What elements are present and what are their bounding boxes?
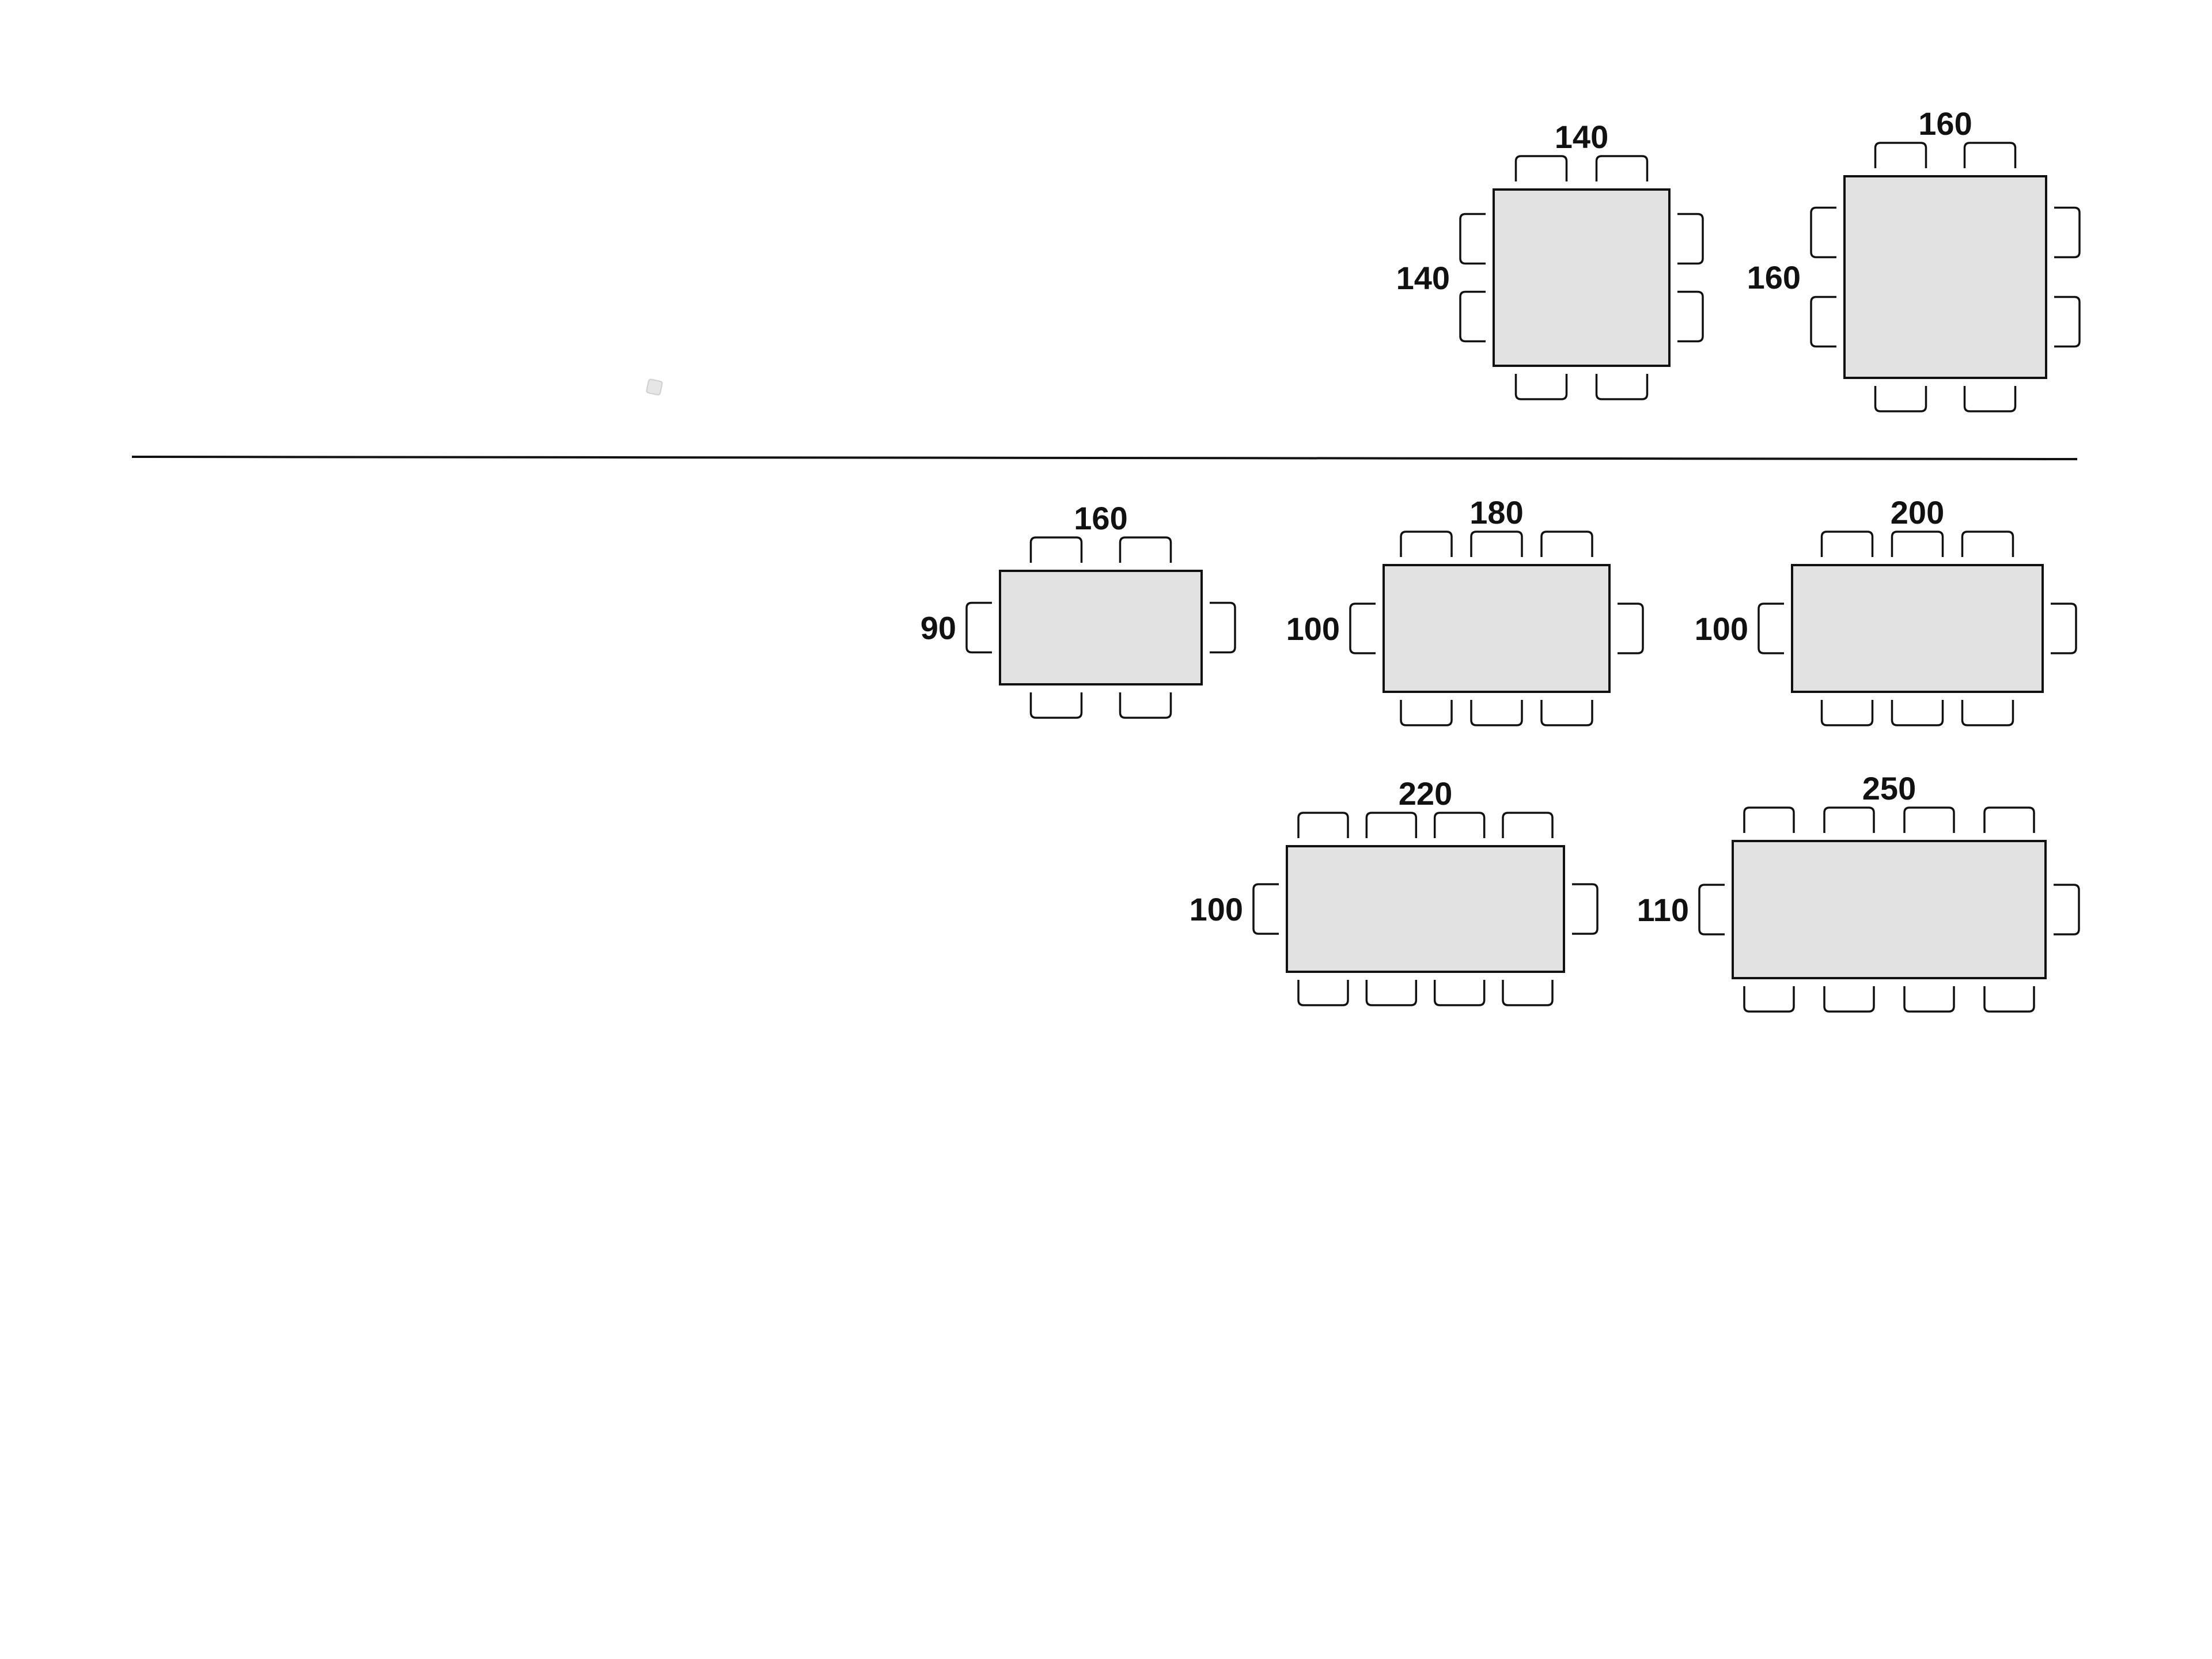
width-label: 220: [1399, 775, 1452, 812]
table-top: [1286, 845, 1565, 973]
chair-right: [2054, 296, 2081, 348]
chair-bottom: [1983, 986, 2035, 1013]
depth-label: 100: [1286, 611, 1340, 647]
chair-bottom: [1595, 374, 1649, 400]
chair-top: [1823, 806, 1875, 833]
table-rect-200x100: 200 100: [1695, 494, 2077, 726]
chair-bottom: [1433, 980, 1486, 1006]
chair-bottom: [1891, 700, 1944, 726]
width-label: 180: [1469, 494, 1523, 531]
width-label: 160: [1074, 500, 1127, 536]
small-square-mark: [646, 378, 663, 396]
table-rect-250x110: 250 110: [1637, 770, 2080, 1013]
chair-bottom: [1874, 386, 1927, 412]
chair-top: [1400, 531, 1453, 557]
chair-left: [1252, 883, 1279, 935]
chair-top: [1470, 531, 1523, 557]
chair-bottom: [1743, 986, 1795, 1013]
chair-bottom: [1470, 700, 1523, 726]
chair-right: [1618, 603, 1644, 654]
chair-right: [2054, 206, 2081, 259]
chair-left: [1810, 296, 1836, 348]
depth-label: 100: [1190, 891, 1243, 927]
section-divider: [131, 456, 2078, 460]
chair-bottom: [1400, 700, 1453, 726]
chair-bottom: [1820, 700, 1874, 726]
depth-label: 90: [921, 610, 956, 646]
table-rect-220x100: 220 100: [1190, 775, 1599, 1006]
chair-bottom: [1119, 692, 1172, 719]
chair-left: [1810, 206, 1836, 259]
chair-right: [2054, 884, 2080, 935]
chair-right: [1677, 213, 1704, 265]
chair-top: [1903, 806, 1955, 833]
table-rect-160x90: 160 90: [921, 500, 1236, 719]
chair-bottom: [1963, 386, 2017, 412]
tables-layer: 140 140 160 160 160 90 180 100 200 100 220 100 250 11…: [921, 105, 2081, 1013]
chair-left: [1459, 213, 1486, 265]
table-top: [1791, 564, 2044, 693]
chair-top: [1119, 536, 1172, 563]
chair-top: [1433, 812, 1486, 838]
width-label: 140: [1555, 119, 1608, 155]
chair-bottom: [1823, 986, 1875, 1013]
table-top: [1493, 188, 1671, 367]
chair-left: [1349, 603, 1376, 654]
chair-bottom: [1514, 374, 1568, 400]
depth-label: 160: [1747, 259, 1801, 296]
width-label: 200: [1891, 494, 1944, 531]
chair-top: [1983, 806, 2035, 833]
chair-top: [1540, 531, 1593, 557]
table-top: [1382, 564, 1611, 693]
chair-bottom: [1029, 692, 1083, 719]
width-label: 250: [1862, 770, 1916, 806]
chair-top: [1961, 531, 2014, 557]
chair-right: [2051, 603, 2077, 654]
chair-right: [1677, 290, 1704, 343]
chair-top: [1514, 155, 1568, 181]
chair-right: [1210, 601, 1236, 654]
chair-bottom: [1297, 980, 1349, 1006]
chair-left: [1459, 290, 1486, 343]
chair-left: [1698, 884, 1725, 935]
table-square-140: 140 140: [1396, 119, 1704, 400]
chair-top: [1820, 531, 1874, 557]
table-top: [999, 570, 1203, 685]
width-label: 160: [1918, 105, 1972, 142]
table-top: [1843, 175, 2047, 379]
chair-left: [965, 601, 992, 654]
table-top: [1732, 840, 2047, 979]
chair-top: [1874, 142, 1927, 168]
table-rect-180x100: 180 100: [1286, 494, 1644, 726]
chair-top: [1297, 812, 1349, 838]
table-square-160: 160 160: [1747, 105, 2081, 412]
chair-bottom: [1365, 980, 1418, 1006]
chair-top: [1743, 806, 1795, 833]
chair-bottom: [1540, 700, 1593, 726]
chair-top: [1029, 536, 1083, 563]
chair-bottom: [1502, 980, 1554, 1006]
chair-right: [1572, 883, 1599, 935]
chair-top: [1595, 155, 1649, 181]
chair-top: [1891, 531, 1944, 557]
chair-left: [1758, 603, 1784, 654]
chair-top: [1963, 142, 2017, 168]
chair-top: [1365, 812, 1418, 838]
chair-bottom: [1961, 700, 2014, 726]
chair-top: [1502, 812, 1554, 838]
chair-bottom: [1903, 986, 1955, 1013]
depth-label: 110: [1637, 892, 1689, 928]
depth-label: 100: [1695, 611, 1748, 647]
depth-label: 140: [1396, 260, 1450, 296]
